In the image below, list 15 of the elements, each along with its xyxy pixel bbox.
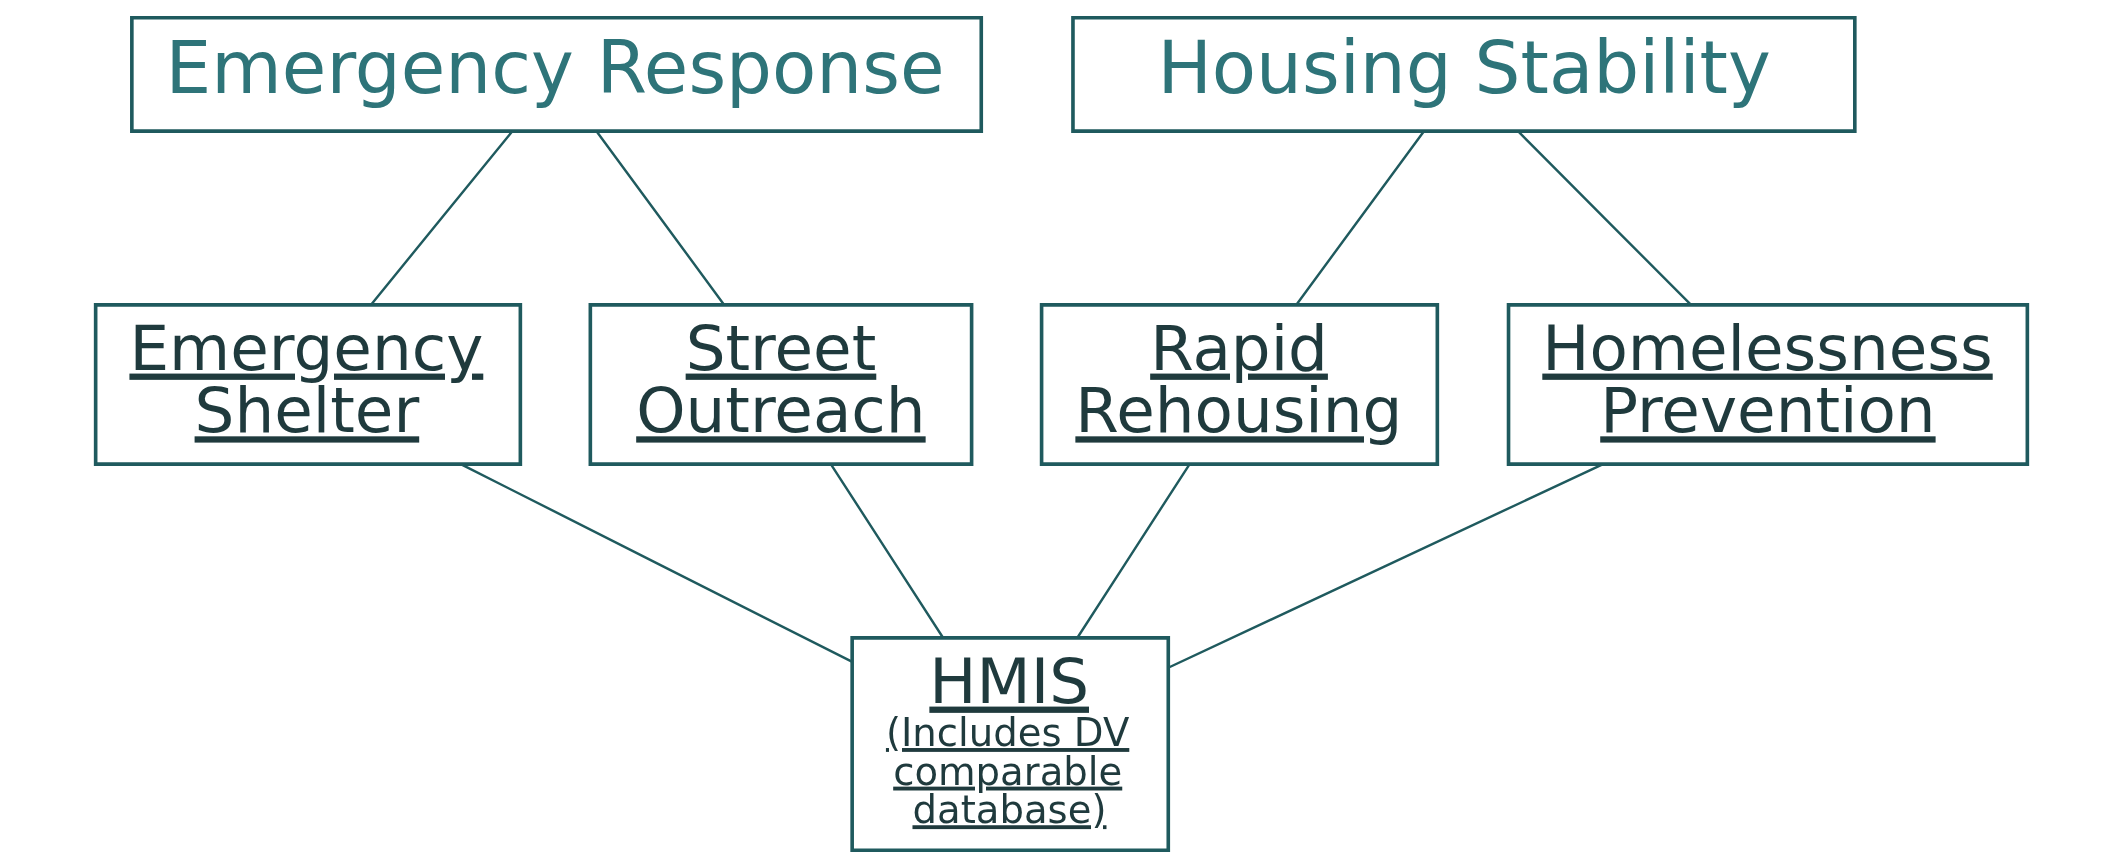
node-box: Housing Stability bbox=[1071, 15, 1857, 133]
connector bbox=[460, 463, 853, 663]
node-box: HMIS (Includes DV comparable database) bbox=[850, 636, 1171, 853]
node-box: Emergency Response bbox=[130, 15, 984, 133]
connector bbox=[1295, 130, 1425, 305]
node-box: Street Outreach bbox=[588, 303, 974, 466]
connector bbox=[595, 130, 725, 305]
node-box: Emergency Shelter bbox=[93, 303, 523, 466]
connector bbox=[1168, 463, 1604, 669]
connector bbox=[1517, 130, 1691, 305]
node-box: Homelessness Prevention bbox=[1506, 303, 2030, 466]
node-box: Rapid Rehousing bbox=[1039, 303, 1440, 466]
connector bbox=[370, 130, 514, 305]
connector bbox=[1076, 464, 1191, 639]
connector bbox=[830, 464, 945, 639]
